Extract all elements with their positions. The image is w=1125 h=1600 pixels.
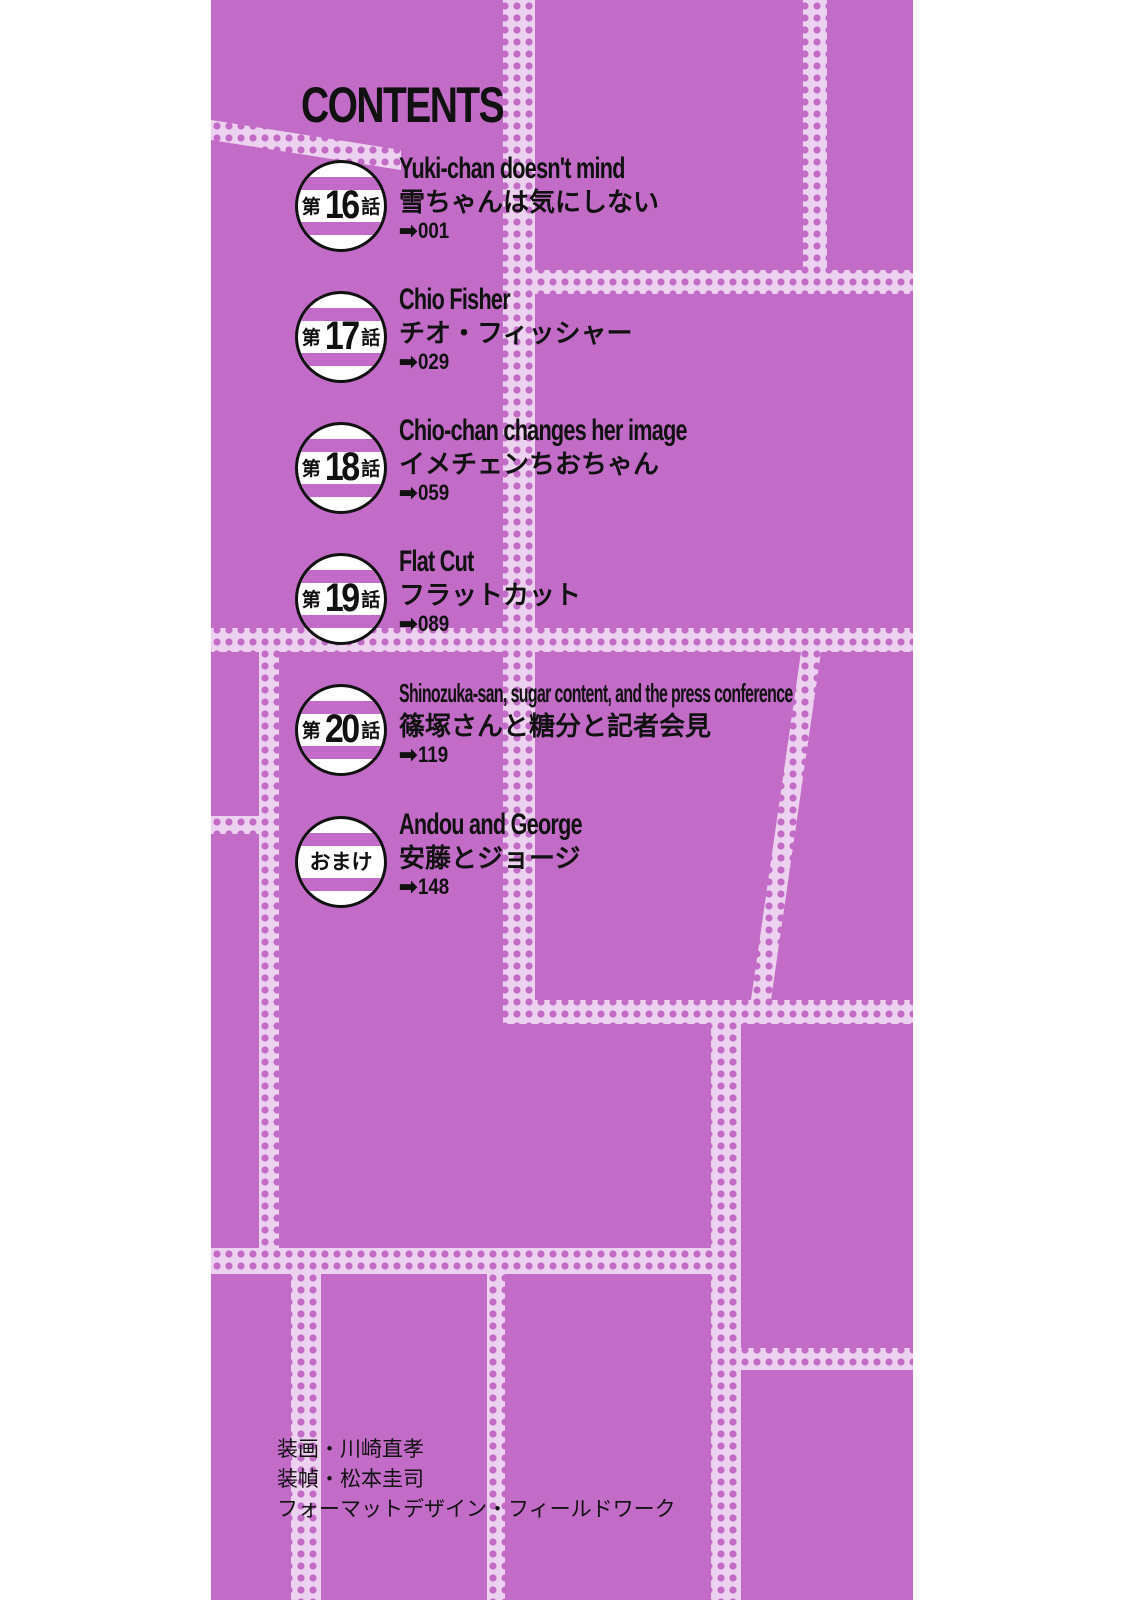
chapter-number: 18 xyxy=(324,444,360,489)
chapter-title-en: Chio-chan changes her image xyxy=(399,414,688,447)
page-reference: ➡119 xyxy=(399,742,454,768)
page-number: 119 xyxy=(418,742,449,767)
chapter-title-en: Flat Cut xyxy=(399,545,474,578)
page-number: 001 xyxy=(418,218,450,243)
toc-entry-omake[interactable]: おまけ Andou and George 安藤とジョージ ➡148 xyxy=(295,808,895,908)
right-arrow-icon: ➡ xyxy=(399,349,418,374)
chapter-prefix: 第 xyxy=(301,720,321,742)
page-number: 148 xyxy=(418,874,450,899)
credit-line-binding: 装幀・松本圭司 xyxy=(277,1467,424,1491)
credit-line-cover-art: 装画・川崎直孝 xyxy=(277,1437,424,1461)
right-arrow-icon: ➡ xyxy=(399,218,418,243)
right-arrow-icon: ➡ xyxy=(399,874,418,899)
chapter-title-jp: チオ・フィッシャー xyxy=(399,319,633,349)
page-number: 089 xyxy=(418,611,450,636)
right-arrow-icon: ➡ xyxy=(399,480,418,505)
chapter-title-en: Shinozuka-san, sugar content, and the pr… xyxy=(399,678,793,708)
chapter-number: 16 xyxy=(324,182,360,227)
page-reference: ➡148 xyxy=(399,874,455,900)
chapter-title-en: Chio Fisher xyxy=(399,283,511,316)
page-reference: ➡059 xyxy=(399,480,455,506)
chapter-prefix: 第 xyxy=(301,196,321,218)
dotted-panel-background xyxy=(211,0,913,1600)
chapter-number: 19 xyxy=(324,575,360,620)
chapter-suffix: 話 xyxy=(361,196,381,218)
page-reference: ➡029 xyxy=(399,349,455,375)
chapter-suffix: 話 xyxy=(361,589,381,611)
panel-gutters xyxy=(211,0,913,1600)
chapter-suffix: 話 xyxy=(361,458,381,480)
right-arrow-icon: ➡ xyxy=(399,742,418,767)
page-number: 029 xyxy=(418,349,450,374)
chapter-prefix: 第 xyxy=(301,458,321,480)
contents-heading: CONTENTS xyxy=(301,77,505,133)
page-number: 059 xyxy=(418,480,450,505)
chapter-title-en: Yuki-chan doesn't mind xyxy=(399,152,625,185)
omake-label: おまけ xyxy=(309,851,373,874)
page-reference: ➡089 xyxy=(399,611,455,637)
omake-badge: おまけ xyxy=(295,816,387,908)
chapter-number: 20 xyxy=(324,706,360,751)
page-reference: ➡001 xyxy=(399,218,455,244)
credit-line-format-design: フォーマットデザイン・フィールドワーク xyxy=(277,1497,676,1521)
chapter-title-jp: 雪ちゃんは気にしない xyxy=(399,188,660,218)
right-arrow-icon: ➡ xyxy=(399,611,418,636)
credits: 装画・川崎直孝 装幀・松本圭司 フォーマットデザイン・フィールドワーク xyxy=(277,1434,676,1524)
chapter-prefix: 第 xyxy=(301,589,321,611)
chapter-suffix: 話 xyxy=(361,720,381,742)
chapter-prefix: 第 xyxy=(301,327,321,349)
chapter-title-jp: 篠塚さんと糖分と記者会見 xyxy=(399,712,712,742)
chapter-number: 17 xyxy=(324,313,360,358)
chapter-title-jp: フラットカット xyxy=(399,581,582,611)
chapter-title-en: Andou and George xyxy=(399,808,583,841)
chapter-suffix: 話 xyxy=(361,327,381,349)
chapter-title-jp: イメチェンちおちゃん xyxy=(399,450,660,480)
chapter-title-jp: 安藤とジョージ xyxy=(399,844,581,874)
